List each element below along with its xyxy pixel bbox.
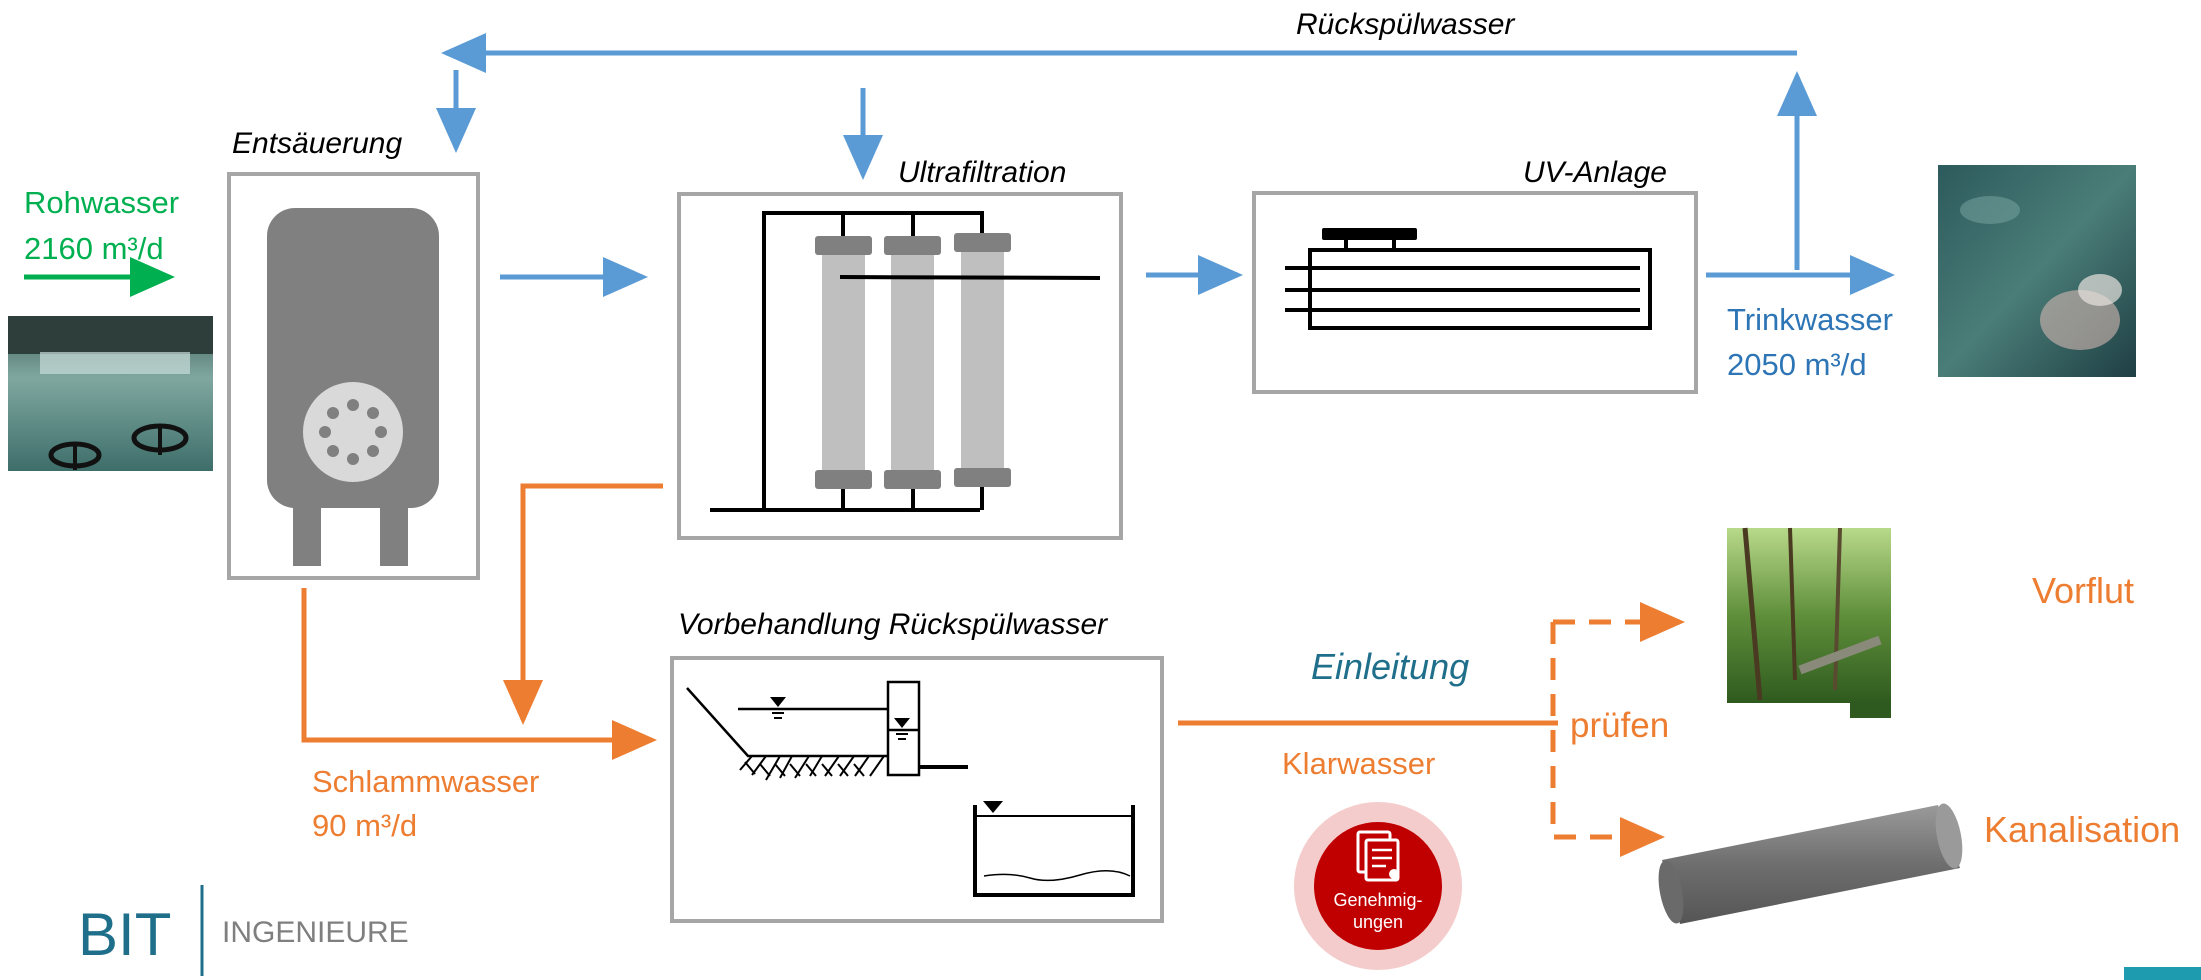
vorbehandlung-label: Vorbehandlung Rückspülwasser (678, 608, 1108, 641)
vorbehandlung-box (670, 656, 1164, 923)
vorflut-label: Vorflut (2032, 570, 2134, 611)
genehmigungen-text-2: ungen (1353, 912, 1403, 932)
trinkwasser-flow: 2050 m³/d (1727, 347, 1867, 382)
trinkwasser-label: Trinkwasser (1727, 302, 1893, 337)
deacidification-tank (267, 208, 439, 566)
ultrafiltration-label: Ultrafiltration (898, 156, 1066, 189)
logo-ingenieure: INGENIEURE (222, 916, 409, 949)
trinkwasser-photo (1938, 165, 2136, 377)
uv-anlage-label: UV-Anlage (1523, 156, 1667, 189)
schlammwasser-label: Schlammwasser (312, 764, 539, 799)
logo-bit: BIT (78, 901, 171, 968)
bit-ingenieure-logo: BIT INGENIEURE (78, 885, 409, 976)
einleitung-label: Einleitung (1311, 646, 1469, 687)
uv-lamp (1285, 228, 1652, 330)
pruefen-label: prüfen (1570, 706, 1669, 745)
settling-basin (686, 680, 1135, 897)
document-icon (1356, 830, 1400, 882)
schlammwasser-flow: 90 m³/d (312, 808, 417, 843)
kanalisation-pipe (1658, 803, 1963, 924)
rueckspuelwasser-label: Rückspülwasser (1296, 8, 1515, 41)
schlammwasser-lines (301, 483, 1685, 857)
corner-accent (2124, 967, 2201, 980)
rohwasser-flow: 2160 m³/d (24, 231, 164, 266)
uv-anlage-box (1252, 191, 1698, 394)
genehmigungen-badge[interactable]: Genehmig- ungen (1294, 802, 1462, 970)
uf-modules (710, 211, 1101, 512)
kanalisation-label: Kanalisation (1984, 809, 2180, 850)
rueckspuelwasser-loop (436, 33, 1817, 270)
rohwasser-label: Rohwasser (24, 185, 179, 220)
rohwasser-photo (8, 316, 213, 471)
entsaeuerung-label: Entsäuerung (232, 127, 402, 160)
genehmigungen-text-1: Genehmig- (1333, 890, 1422, 910)
klarwasser-label: Klarwasser (1282, 746, 1435, 781)
vorflut-photo (1727, 527, 1891, 718)
